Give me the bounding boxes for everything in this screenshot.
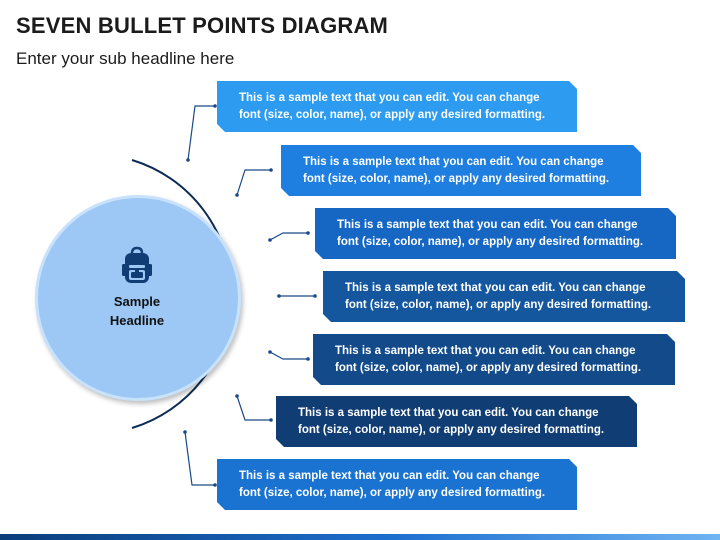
- center-headline-line2: Headline: [109, 313, 165, 328]
- bullet-text-line2: font (size, color, name), or apply any d…: [345, 298, 652, 311]
- connector-7: [184, 431, 215, 486]
- bullet-box-2[interactable]: This is a sample text that you can edit.…: [281, 145, 641, 196]
- bullet-box-6[interactable]: This is a sample text that you can edit.…: [276, 396, 637, 447]
- center-headline: Sample Headline: [82, 292, 192, 330]
- bullet-text-line1: This is a sample text that you can edit.…: [239, 469, 540, 482]
- connector-3-dot-end: [306, 231, 310, 235]
- connector-5-dot-end: [306, 357, 310, 361]
- connector-4-dot-end: [313, 294, 317, 298]
- connector-7-dot-end: [213, 483, 217, 487]
- connector-7-dot: [183, 430, 187, 434]
- connector-4-dot: [277, 294, 281, 298]
- bullet-box-5[interactable]: This is a sample text that you can edit.…: [313, 334, 675, 385]
- connector-6-dot-end: [269, 418, 273, 422]
- connector-1: [187, 105, 215, 161]
- bullet-text-line2: font (size, color, name), or apply any d…: [298, 423, 605, 436]
- connector-6-dot: [235, 394, 239, 398]
- bullet-text-line2: font (size, color, name), or apply any d…: [239, 108, 546, 121]
- bullet-text-line1: This is a sample text that you can edit.…: [337, 218, 638, 231]
- bullet-text-line1: This is a sample text that you can edit.…: [345, 281, 646, 294]
- bullet-box-7[interactable]: This is a sample text that you can edit.…: [217, 459, 577, 510]
- bullet-text-line1: This is a sample text that you can edit.…: [303, 155, 604, 168]
- connector-2: [236, 169, 271, 196]
- bullet-text-line2: font (size, color, name), or apply any d…: [239, 486, 546, 499]
- bullet-box-4[interactable]: This is a sample text that you can edit.…: [323, 271, 685, 322]
- bullet-text-line2: font (size, color, name), or apply any d…: [337, 235, 644, 248]
- bullet-text-line1: This is a sample text that you can edit.…: [239, 91, 540, 104]
- page-title: SEVEN BULLET POINTS DIAGRAM: [16, 13, 389, 38]
- bottom-accent-bar: [0, 534, 720, 540]
- center-circle: [35, 195, 241, 401]
- connector-3: [269, 232, 308, 241]
- bullet-text-line2: font (size, color, name), or apply any d…: [303, 172, 610, 185]
- bullet-text-line1: This is a sample text that you can edit.…: [335, 344, 636, 357]
- connector-1-dot: [186, 158, 190, 162]
- connector-2-dot-end: [269, 168, 273, 172]
- backpack-icon: [122, 246, 152, 283]
- connector-3-dot: [268, 238, 272, 242]
- bullet-text-line2: font (size, color, name), or apply any d…: [335, 361, 642, 374]
- center-headline-line1: Sample: [113, 294, 161, 309]
- bullet-text-line1: This is a sample text that you can edit.…: [298, 406, 599, 419]
- connector-2-dot: [235, 193, 239, 197]
- connector-5: [269, 351, 308, 360]
- bullet-box-3[interactable]: This is a sample text that you can edit.…: [315, 208, 676, 259]
- connector-1-dot-end: [213, 104, 217, 108]
- connector-5-dot: [268, 350, 272, 354]
- page-subtitle: Enter your sub headline here: [16, 49, 235, 68]
- bullet-box-1[interactable]: This is a sample text that you can edit.…: [217, 81, 577, 132]
- connector-6: [236, 395, 271, 421]
